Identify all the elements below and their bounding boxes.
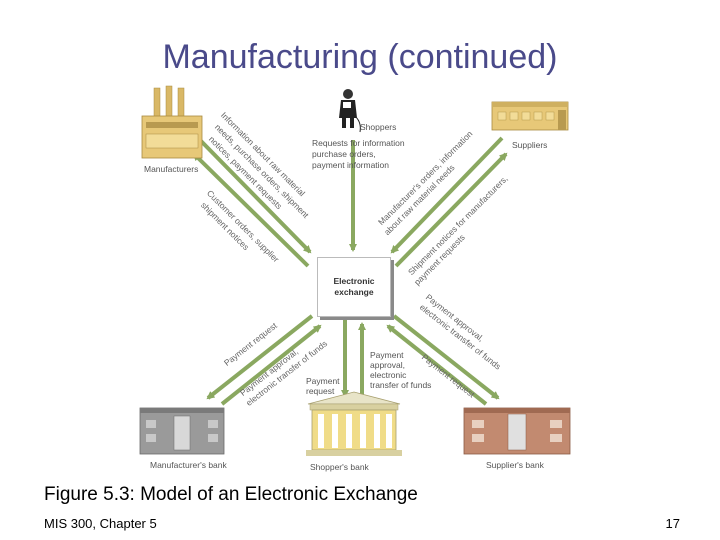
flow-label-sbank-right-3: electronic bbox=[370, 370, 407, 380]
node-label-shoppers: Shoppers bbox=[360, 122, 397, 132]
figure-caption: Figure 5.3: Model of an Electronic Excha… bbox=[44, 484, 418, 505]
arrow-exchange-to-supplier bbox=[394, 152, 508, 268]
shopper-person-icon bbox=[339, 89, 361, 133]
node-label-suppliers: Suppliers bbox=[512, 140, 548, 150]
factory-icon bbox=[141, 85, 203, 159]
node-label-manufacturers-bank: Manufacturer's bank bbox=[150, 460, 227, 470]
flow-label-sbank-left-1: Payment bbox=[306, 376, 340, 386]
arrow-supplier-bank-to-exchange bbox=[386, 324, 488, 406]
flow-label-shopper-line3: payment information bbox=[312, 160, 390, 170]
arrow-exchange-to-mfr-bank bbox=[206, 314, 314, 400]
arrow-exchange-to-manufacturer bbox=[192, 152, 310, 268]
flow-label-shopper-line1: Requests for information bbox=[312, 138, 405, 148]
shoppers-bank-icon bbox=[306, 391, 402, 456]
electronic-exchange-diagram: Electronic exchange Manufacturers Shoppe… bbox=[130, 80, 590, 472]
slide-title: Manufacturing (continued) bbox=[162, 38, 558, 76]
flow-label-shopper-line2: purchase orders, bbox=[312, 149, 376, 159]
flow-label-sbank-right-4: transfer of funds bbox=[370, 380, 432, 390]
arrow-manufacturer-to-exchange bbox=[198, 138, 312, 254]
exchange-label-line2: exchange bbox=[334, 287, 374, 297]
flow-arrows bbox=[192, 136, 508, 406]
suppliers-bank-icon bbox=[463, 407, 571, 455]
page-number: 17 bbox=[665, 516, 680, 531]
arrow-mfr-bank-to-exchange bbox=[220, 324, 322, 406]
flow-label-sbank-left-2: request bbox=[306, 386, 335, 396]
manufacturers-bank-icon bbox=[139, 407, 225, 455]
arrow-supplier-to-exchange bbox=[390, 136, 504, 254]
flow-label-sbank-right-1: Payment bbox=[370, 350, 404, 360]
exchange-label-line1: Electronic bbox=[333, 276, 375, 286]
arrow-exchange-to-supplier-bank bbox=[392, 314, 500, 400]
node-label-manufacturers: Manufacturers bbox=[144, 164, 199, 174]
node-label-shoppers-bank: Shopper's bank bbox=[310, 462, 369, 472]
warehouse-icon bbox=[491, 101, 569, 131]
diagram-graphics bbox=[139, 85, 571, 456]
node-label-suppliers-bank: Supplier's bank bbox=[486, 460, 544, 470]
electronic-exchange-box: Electronic exchange bbox=[317, 257, 391, 317]
footer-course: MIS 300, Chapter 5 bbox=[44, 516, 157, 531]
flow-label-sbank-right-2: approval, bbox=[370, 360, 405, 370]
